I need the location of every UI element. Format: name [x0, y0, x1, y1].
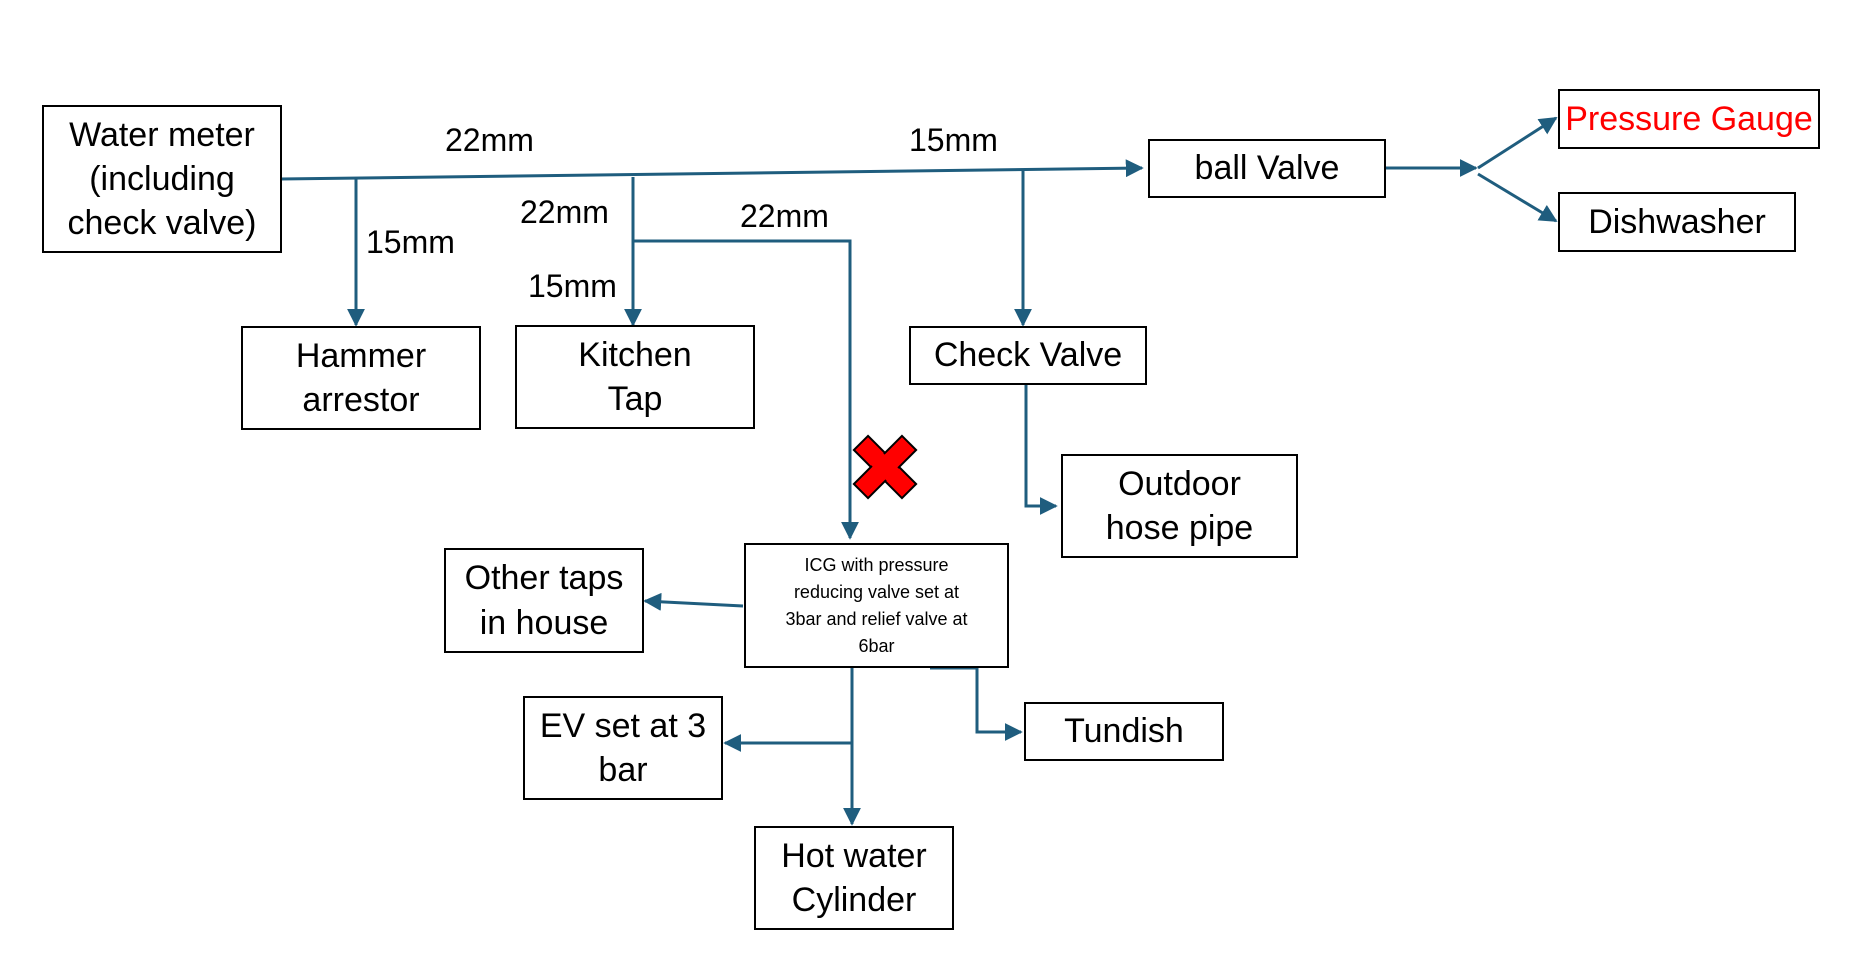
kitchen-tap-box: Kitchen Tap	[515, 325, 755, 429]
main-pipe	[279, 159, 1144, 181]
pipe-size-main-right: 15mm	[909, 122, 998, 158]
other-taps-box: Other taps in house	[444, 548, 644, 653]
hammer-arrestor-box: Hammer arrestor	[241, 326, 481, 430]
other-taps-pipe	[643, 592, 744, 611]
water-meter-box: Water meter (including check valve)	[42, 105, 282, 253]
icg-box: ICG with pressure reducing valve set at …	[744, 543, 1009, 668]
tundish-box: Tundish	[1024, 702, 1224, 761]
hot-water-cylinder-box: Hot water Cylinder	[754, 826, 954, 930]
pressure-gauge-pipe	[1477, 116, 1558, 170]
outdoor-hose-pipe-box: Outdoor hose pipe	[1061, 454, 1298, 558]
ev-box: EV set at 3 bar	[523, 696, 723, 800]
pipe-size-main-left: 22mm	[445, 122, 534, 158]
ball-valve-box: ball Valve	[1148, 139, 1386, 198]
pipe-size-hammer-branch: 15mm	[366, 224, 455, 260]
icg-pipe	[633, 239, 859, 540]
pressure-gauge-box: Pressure Gauge	[1558, 89, 1820, 149]
dishwasher-box: Dishwasher	[1558, 192, 1796, 252]
dishwasher-pipe	[1477, 172, 1558, 223]
check-valve-box: Check Valve	[909, 326, 1147, 385]
pipe-size-kitchen-lower: 15mm	[528, 268, 617, 304]
red-cross-icon	[852, 434, 918, 500]
tundish-pipe	[930, 666, 1023, 741]
pipe-size-kitchen-upper: 22mm	[520, 194, 609, 230]
outdoor-hose-pipe-line	[1024, 385, 1058, 515]
pipe-size-icg-branch: 22mm	[740, 198, 829, 234]
